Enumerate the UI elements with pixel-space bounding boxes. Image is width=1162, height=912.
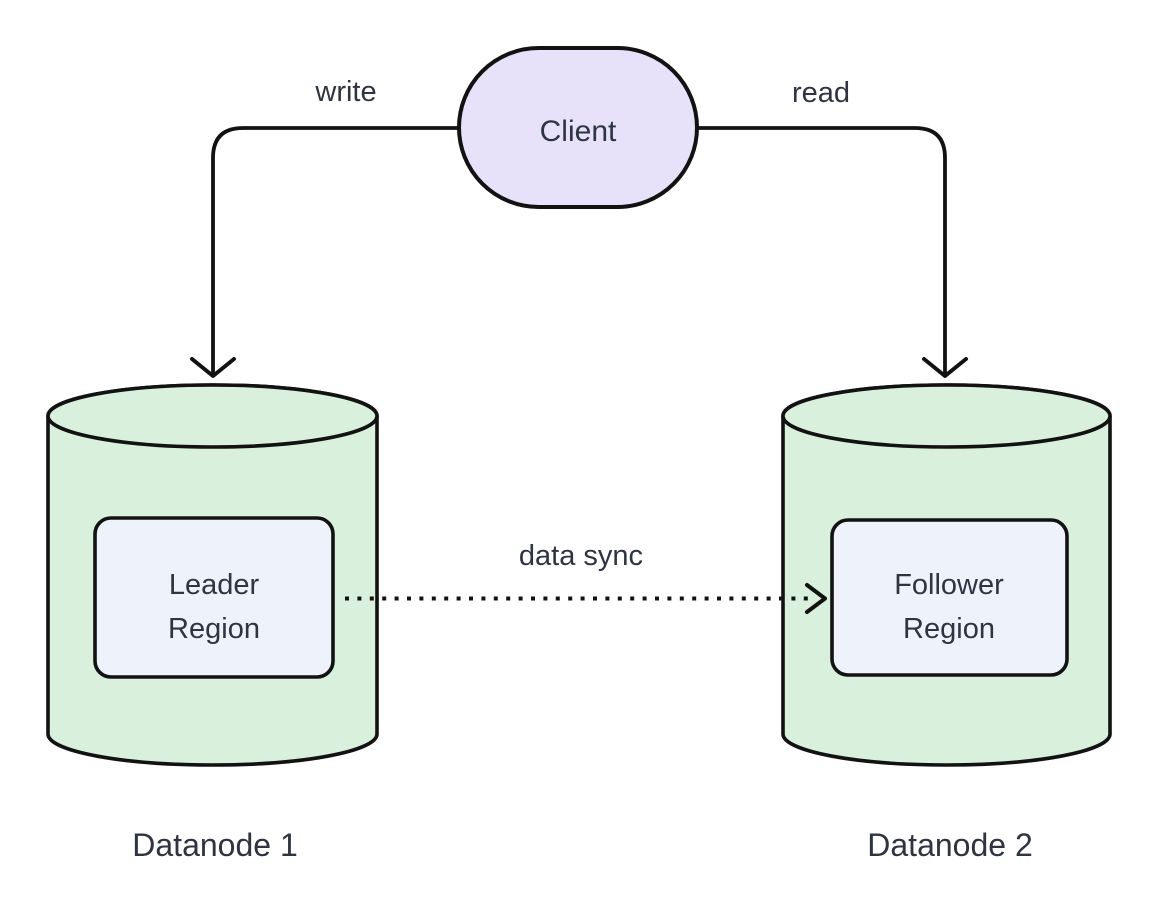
database-cylinder-top	[781, 383, 1112, 449]
read-edge-line	[697, 126, 947, 374]
node-layer	[46, 46, 1112, 767]
leader-region-label-line1: Leader	[169, 569, 260, 601]
datanode1-cylinder	[46, 383, 379, 767]
write-edge-label: write	[314, 76, 376, 108]
follower-region-label-line2: Region	[903, 613, 995, 645]
write-arrowhead-icon	[190, 357, 236, 378]
data-sync-arrowhead-icon	[805, 583, 827, 614]
write-edge-line	[211, 126, 459, 374]
read-arrowhead-icon	[922, 357, 968, 378]
datanode2-cylinder	[781, 383, 1112, 767]
label-layer: Client write read data sync Leader Regio…	[132, 76, 1032, 863]
edge-layer	[190, 126, 968, 614]
datanode2-caption: Datanode 2	[867, 827, 1032, 863]
follower-region-box	[830, 518, 1069, 677]
database-cylinder-top	[46, 383, 379, 449]
read-edge-label: read	[792, 77, 850, 109]
data-sync-edge-label: data sync	[519, 540, 643, 572]
leader-region-box	[93, 516, 335, 679]
leader-region-label-line2: Region	[168, 613, 260, 645]
datanode1-caption: Datanode 1	[132, 827, 297, 863]
follower-region-label-line1: Follower	[894, 569, 1004, 601]
client-node-label: Client	[540, 115, 617, 148]
